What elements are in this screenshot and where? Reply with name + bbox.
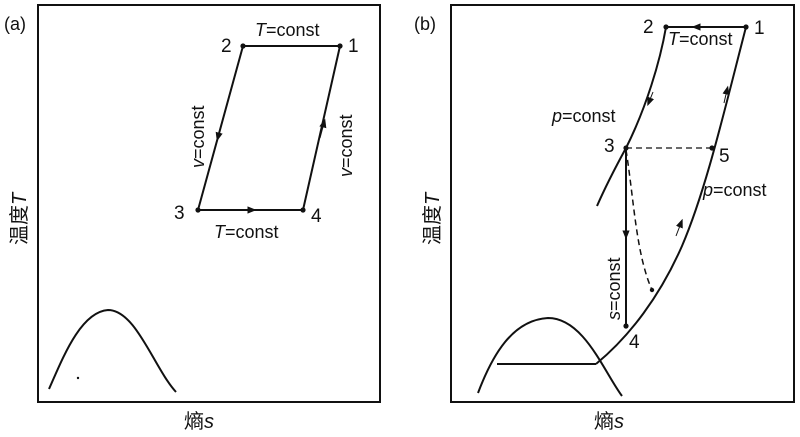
panel-b-process-label-1-2: T=const	[668, 29, 733, 49]
panel-a-process-label-1-2: T=const	[255, 20, 320, 40]
panel-b-y-axis-label: 温度T	[421, 191, 444, 245]
panel-a-arrow-4-1	[319, 118, 327, 139]
panel-b-process-2-3	[596, 26, 667, 207]
panel-b-point-4	[623, 323, 629, 329]
panel-a-point-2	[240, 43, 246, 49]
panel-b: (b) 温度T 熵s 1 2 3 4 5 T=	[414, 4, 795, 433]
panel-b-point-3	[623, 145, 629, 151]
panel-b-point-label-5: 5	[719, 146, 730, 167]
panel-a-point-label-2: 2	[221, 36, 232, 57]
panel-b-process-label-2-3: p=const	[551, 106, 616, 126]
panel-b-point-label-2: 2	[643, 17, 654, 38]
panel-a: (a) 温度T 熵s 1 2 3 4 T=const v=const T=con…	[4, 4, 381, 433]
panel-a-arrow-2-3	[215, 121, 223, 142]
panel-a-x-axis-label: 熵s	[184, 410, 214, 433]
panel-b-arrow-2-3	[647, 91, 655, 107]
panel-b-arrow-4-1-lower	[675, 218, 683, 237]
panel-b-process-4-1	[595, 26, 747, 365]
panel-a-saturation-dome	[48, 308, 177, 393]
panel-a-process-label-3-4: T=const	[214, 222, 279, 242]
panel-b-dashed-real-expansion	[625, 149, 653, 291]
panel-b-frame	[450, 4, 795, 403]
panel-b-point-label-1: 1	[754, 18, 765, 39]
panel-b-process-label-4-1: p=const	[702, 180, 767, 200]
panel-a-point-label-3: 3	[174, 203, 185, 224]
panel-a-process-4-1	[302, 45, 341, 211]
panel-b-label: (b)	[414, 14, 436, 34]
panel-a-point-4	[300, 207, 306, 213]
panel-a-process-label-2-3: v=const	[188, 105, 208, 168]
panel-b-x-axis-label: 熵s	[594, 410, 624, 433]
panel-b-point-label-4: 4	[629, 332, 640, 353]
panel-a-label: (a)	[4, 14, 26, 34]
panel-b-process-label-3-4: s=const	[604, 257, 624, 320]
panel-b-arrow-4-1-upper	[722, 85, 730, 104]
panel-a-stray-dot	[76, 376, 80, 380]
panel-a-y-axis-label: 温度T	[8, 191, 31, 245]
panel-b-point-5	[709, 145, 715, 151]
panel-a-point-label-4: 4	[311, 206, 322, 227]
panel-a-process-label-4-1: v=const	[336, 114, 356, 177]
panel-b-point-1	[743, 24, 749, 30]
panel-b-point-label-3: 3	[604, 136, 615, 157]
panel-a-point-1	[337, 43, 343, 49]
panel-b-saturation-dome	[477, 316, 623, 397]
panel-a-point-label-1: 1	[348, 36, 359, 57]
panel-b-point-dashed-end	[649, 287, 655, 293]
panel-b-point-2	[663, 24, 669, 30]
panel-a-point-3	[195, 207, 201, 213]
panel-a-frame	[37, 4, 381, 403]
